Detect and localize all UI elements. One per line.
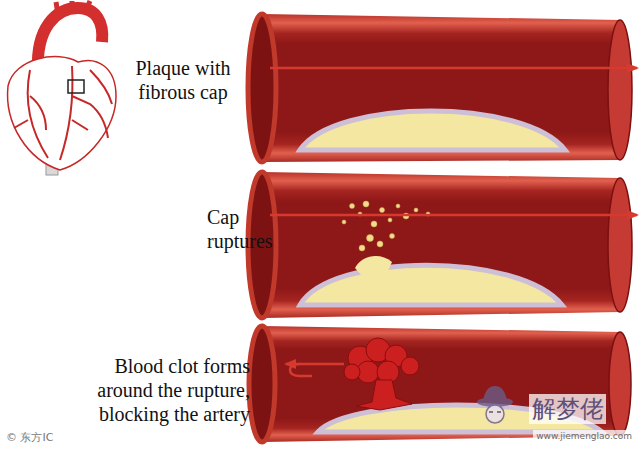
artery-opening [248, 172, 276, 318]
watermark: 解梦佬 [529, 394, 606, 424]
artery-end [609, 332, 631, 436]
plaque [300, 265, 562, 305]
watermark-icon [477, 386, 513, 423]
figure-label: Plaque with fibrous cap [135, 56, 231, 104]
figure-label: Cap ruptures [207, 205, 229, 253]
watermark: © 东方IC [6, 431, 55, 445]
detail-marker [68, 80, 84, 93]
watermark-holder: www.jiemenglao.com [533, 430, 634, 442]
figure-label-holder: Plaque with fibrous cap [135, 56, 231, 104]
artery-wall [262, 172, 620, 318]
watermark-holder: 解梦佬 [529, 394, 606, 424]
heart-drawing [8, 1, 116, 175]
blood-clot [344, 338, 419, 410]
artery-healthy-plaque [248, 14, 637, 162]
artery-opening [248, 14, 276, 162]
artery-end [608, 20, 632, 160]
coronary-arteries [14, 66, 112, 160]
figure-label-holder: Blood clot forms around the rupture, blo… [96, 354, 250, 426]
artery-wall [262, 14, 620, 162]
blood-flow-arrow [270, 67, 637, 70]
artery-wall [262, 326, 620, 442]
watermark-holder: © 东方IC [6, 431, 55, 445]
blood-flow-arrow [270, 214, 637, 217]
artery-opening [249, 326, 275, 442]
blocked-flow-arrow [286, 363, 300, 366]
figure-label: Blood clot forms around the rupture, blo… [96, 354, 250, 426]
artery-blocked [249, 326, 631, 442]
artery-end [608, 178, 632, 312]
blocked-flow-line [290, 364, 344, 376]
heart-outline [8, 57, 116, 170]
watermark: www.jiemenglao.com [533, 430, 634, 442]
rupture [355, 256, 392, 276]
artery-cap-rupture [248, 172, 637, 318]
aorta-branches [56, 1, 90, 14]
plaque-debris [342, 201, 430, 251]
figure-label-holder: Cap ruptures [207, 205, 229, 253]
plaque [300, 111, 565, 150]
